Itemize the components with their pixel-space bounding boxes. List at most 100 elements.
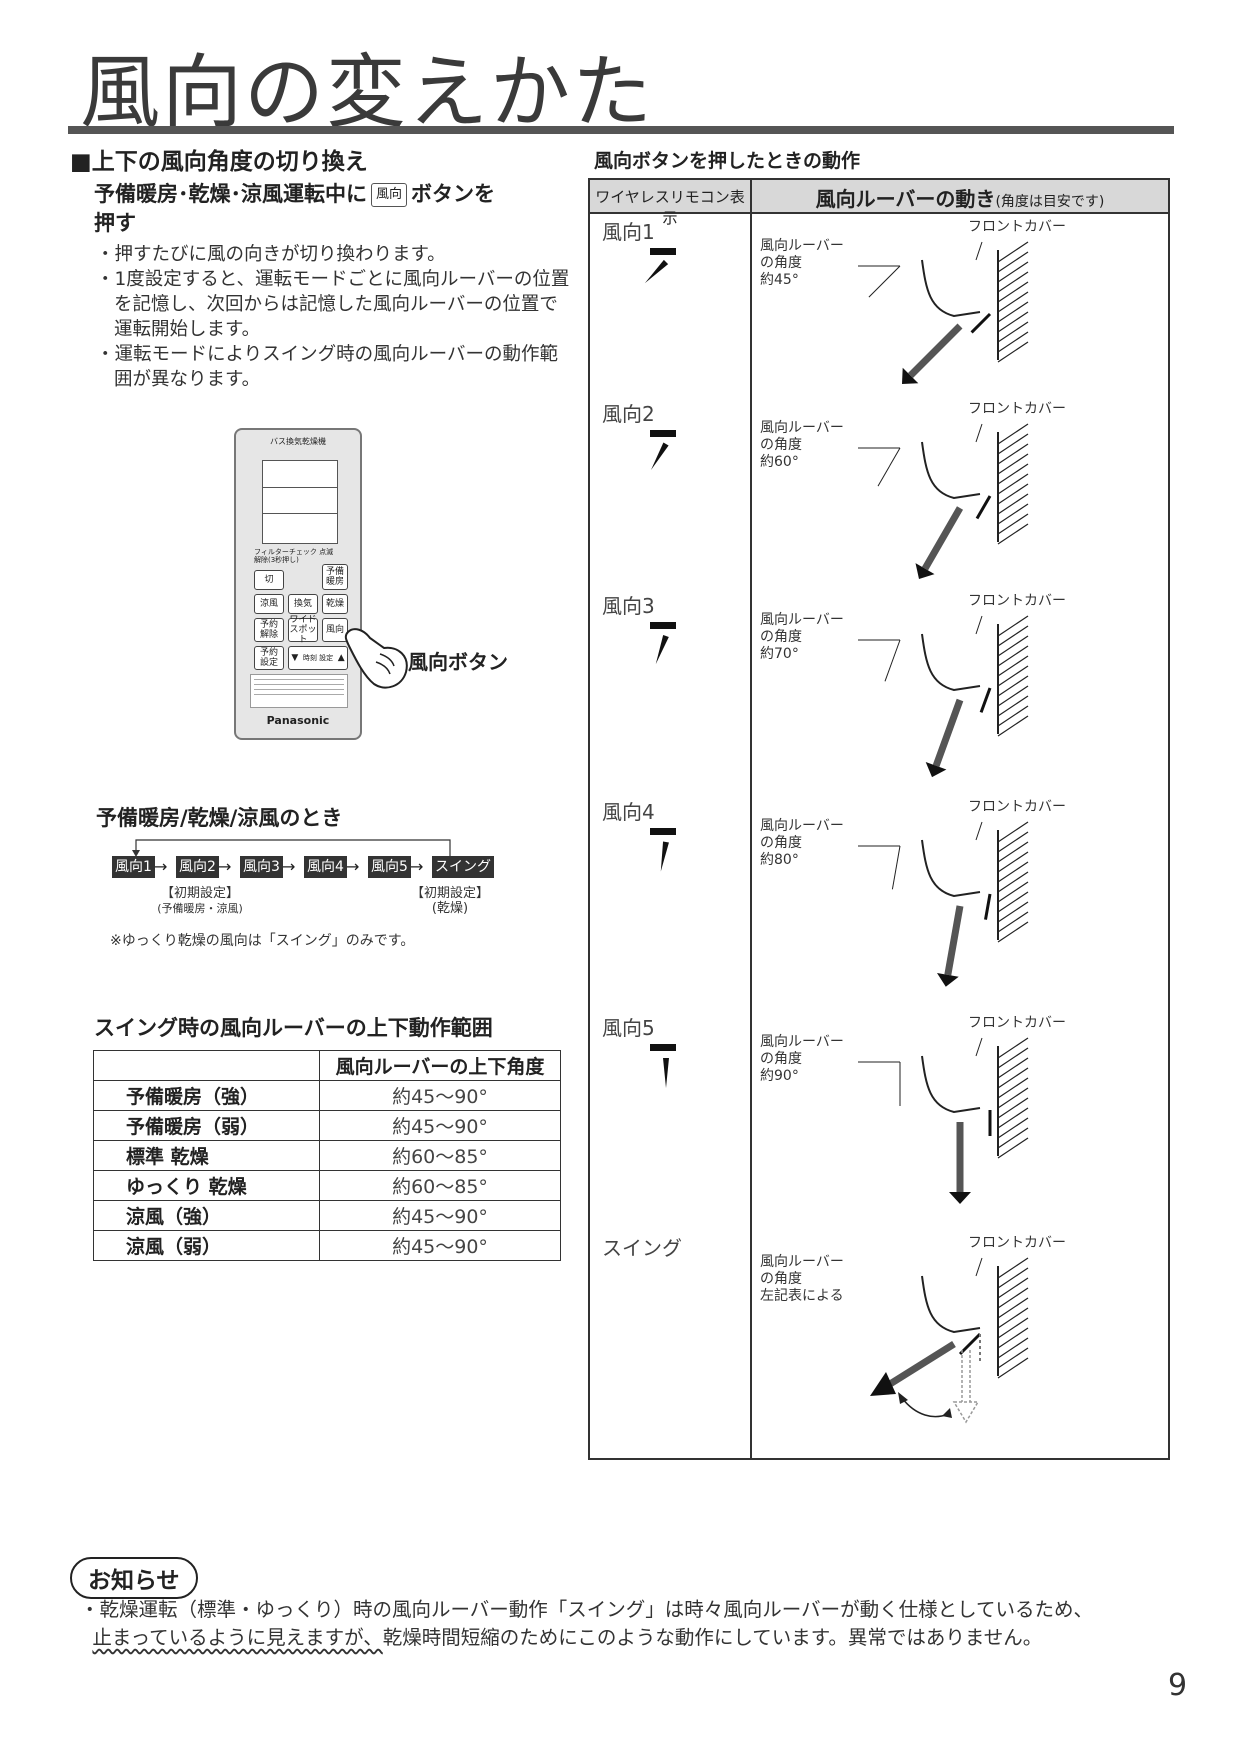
sequence-arrow: → bbox=[410, 857, 424, 876]
sequence-item-5: 風向5 bbox=[368, 856, 411, 878]
diagram-col2-title: 風向ルーバーの動き bbox=[815, 187, 996, 211]
mode-cell: 涼風（強） bbox=[93, 1200, 320, 1231]
dry-button[interactable]: 乾燥 bbox=[322, 594, 348, 614]
mode-cell: 予備暖房（弱） bbox=[93, 1110, 320, 1141]
notice-rest: 乾燥時間短縮のためにこのような動作にしています。異常ではありません。 bbox=[382, 1626, 1043, 1649]
diagram-divider bbox=[750, 180, 752, 1458]
wind-direction-button[interactable]: 風向 bbox=[322, 618, 348, 642]
louver-angle-caption: 風向ルーバー bbox=[760, 1254, 844, 1270]
set-timer-button[interactable]: 予約 設定 bbox=[254, 646, 284, 670]
lead-after: ボタンを bbox=[411, 182, 496, 206]
diagram-col1-header: ワイヤレスリモコン表示 bbox=[595, 188, 745, 227]
remote-top-label: バス換気乾燥機 bbox=[270, 437, 326, 446]
mode-cell: 予備暖房（強） bbox=[93, 1080, 320, 1111]
cancel-timer-button[interactable]: 予約 解除 bbox=[254, 618, 284, 642]
lead-line2: 押す bbox=[94, 211, 136, 235]
sequence-arrow: → bbox=[218, 857, 232, 876]
wind-direction-key-icon: 風向 bbox=[371, 183, 408, 207]
diagram-row-label: 風向5 bbox=[602, 1016, 655, 1040]
initial-setting-label: 【初期設定】 bbox=[410, 886, 489, 901]
louver-angle-value: 約60° bbox=[760, 454, 799, 470]
down-icon: ▼ bbox=[291, 653, 299, 663]
remote-display bbox=[262, 460, 338, 544]
bullet-list: ・押すたびに風の向きが切り換わります。 ・1度設定すると、運転モードごとに風向ル… bbox=[96, 242, 574, 392]
sequence-item-3: 風向3 bbox=[240, 856, 283, 878]
wind-button-callout: 風向ボタン bbox=[408, 650, 508, 674]
notice-underlined: 止まっているように見えますが、 bbox=[92, 1626, 383, 1649]
diagram-row-label: 風向4 bbox=[602, 800, 655, 824]
louver-display-icon bbox=[650, 828, 676, 872]
lead-instruction: 予備暖房･乾燥･涼風運転中に風向ボタンを 押す bbox=[94, 180, 574, 238]
louver-angle-caption: の角度 bbox=[760, 255, 802, 271]
lead-before: 予備暖房･乾燥･涼風運転中に bbox=[94, 182, 367, 206]
notice-text: ・乾燥運転（標準・ゆっくり）時の風向ルーバー動作「スイング」は時々風向ルーバーが… bbox=[80, 1596, 1093, 1652]
notice-line2: 止まっているように見えますが、乾燥時間短縮のためにこのような動作にしています。異… bbox=[80, 1624, 1093, 1652]
bullet-item: ・1度設定すると、運転モードごとに風向ルーバーの位置を記憶し、次回からは記憶した… bbox=[96, 269, 570, 340]
angle-cell: 約45～90° bbox=[319, 1080, 561, 1111]
range-heading: スイング時の風向ルーバーの上下動作範囲 bbox=[94, 1016, 493, 1040]
louver-display-icon bbox=[650, 622, 676, 665]
louver-angle-value: 約70° bbox=[760, 646, 799, 662]
time-adjust-button[interactable]: ▼ 時刻 設定 ▲ bbox=[288, 646, 348, 670]
wide-spot-button[interactable]: ワイド スポット bbox=[288, 615, 318, 645]
bullet-item: ・押すたびに風の向きが切り換わります。 bbox=[96, 244, 446, 265]
louver-angle-caption: 風向ルーバー bbox=[760, 420, 844, 436]
angle-cell: 約45～90° bbox=[319, 1230, 561, 1261]
off-button[interactable]: 切 bbox=[254, 570, 284, 590]
bullet-item: ・運転モードによりスイング時の風向ルーバーの動作範囲が異なります。 bbox=[96, 344, 558, 390]
mode-cell: 涼風（弱） bbox=[93, 1230, 320, 1261]
ventilate-button[interactable]: 換気 bbox=[288, 594, 318, 614]
louver-motion-diagram bbox=[858, 1037, 1029, 1204]
loop-back-arrow bbox=[132, 839, 451, 857]
louver-angle-caption: 風向ルーバー bbox=[760, 818, 844, 834]
louver-angle-caption: の角度 bbox=[760, 835, 802, 851]
initial-setting-modes: (乾燥) bbox=[431, 901, 469, 916]
front-cover-label: フロントカバー bbox=[968, 799, 1066, 815]
louver-angle-value: 約80° bbox=[760, 852, 799, 868]
sequence-arrow: → bbox=[282, 857, 296, 876]
notice-badge: お知らせ bbox=[70, 1557, 198, 1599]
diagram-row-label: 風向1 bbox=[602, 220, 655, 244]
louver-angle-label: 風向ルーバーの角度約45° bbox=[760, 238, 844, 289]
diagram-heading: 風向ボタンを押したときの動作 bbox=[594, 150, 861, 172]
louver-angle-label: 風向ルーバーの角度約80° bbox=[760, 818, 844, 869]
table-row: 予備暖房（弱）約45～90° bbox=[93, 1110, 561, 1141]
diagram-row-label: 風向2 bbox=[602, 402, 655, 426]
table-row: 標準 乾燥約60～85° bbox=[93, 1140, 561, 1171]
table-row: ゆっくり 乾燥約60～85° bbox=[93, 1170, 561, 1201]
louver-angle-label: 風向ルーバーの角度約70° bbox=[760, 612, 844, 663]
louver-display-icon bbox=[650, 1044, 676, 1088]
table-row: 予備暖房（強）約45～90° bbox=[93, 1080, 561, 1111]
initial-setting-label: 【初期設定】 bbox=[160, 886, 239, 901]
sequence-arrow: → bbox=[346, 857, 360, 876]
louver-angle-value: 左記表による bbox=[760, 1288, 844, 1304]
louver-motion-diagram bbox=[858, 241, 1029, 384]
angle-cell: 約45～90° bbox=[319, 1200, 561, 1231]
filter-check-text: フィルターチェック 点滅解除(3秒押し) bbox=[254, 548, 334, 564]
title-rule bbox=[68, 126, 1174, 134]
louver-display-icon bbox=[644, 248, 676, 284]
diagram-header: ワイヤレスリモコン表示 風向ルーバーの動き(角度は目安です) bbox=[590, 180, 1168, 227]
louver-angle-value: 約45° bbox=[760, 272, 799, 288]
initial-setting-right: 【初期設定】 (乾燥) bbox=[410, 886, 490, 916]
louver-angle-label: 風向ルーバーの角度左記表による bbox=[760, 1254, 844, 1305]
section-heading: ■上下の風向角度の切り換え bbox=[70, 149, 368, 175]
louver-angle-caption: 風向ルーバー bbox=[760, 238, 844, 254]
angle-cell: 約60～85° bbox=[319, 1170, 561, 1201]
preheat-button[interactable]: 予備 暖房 bbox=[322, 564, 348, 590]
louver-angle-caption: 風向ルーバー bbox=[760, 612, 844, 628]
page-number: 9 bbox=[1168, 1668, 1188, 1703]
louver-motion-diagram bbox=[858, 423, 1029, 579]
page-title: 風向の変えかた bbox=[80, 46, 654, 139]
initial-setting-left: 【初期設定】 (予備暖房・涼風) bbox=[140, 886, 260, 916]
louver-angle-caption: の角度 bbox=[760, 629, 802, 645]
table-header-row: 風向ルーバーの上下角度 bbox=[93, 1050, 561, 1081]
cool-button[interactable]: 涼風 bbox=[254, 594, 284, 614]
louver-angle-label: 風向ルーバーの角度約60° bbox=[760, 420, 844, 471]
front-cover-label: フロントカバー bbox=[968, 401, 1066, 417]
time-set-label: 時刻 設定 bbox=[302, 654, 334, 662]
angle-cell: 約45～90° bbox=[319, 1110, 561, 1141]
diagram-row-label: 風向3 bbox=[602, 594, 655, 618]
angle-cell: 約60～85° bbox=[319, 1140, 561, 1171]
up-icon: ▲ bbox=[337, 653, 345, 663]
